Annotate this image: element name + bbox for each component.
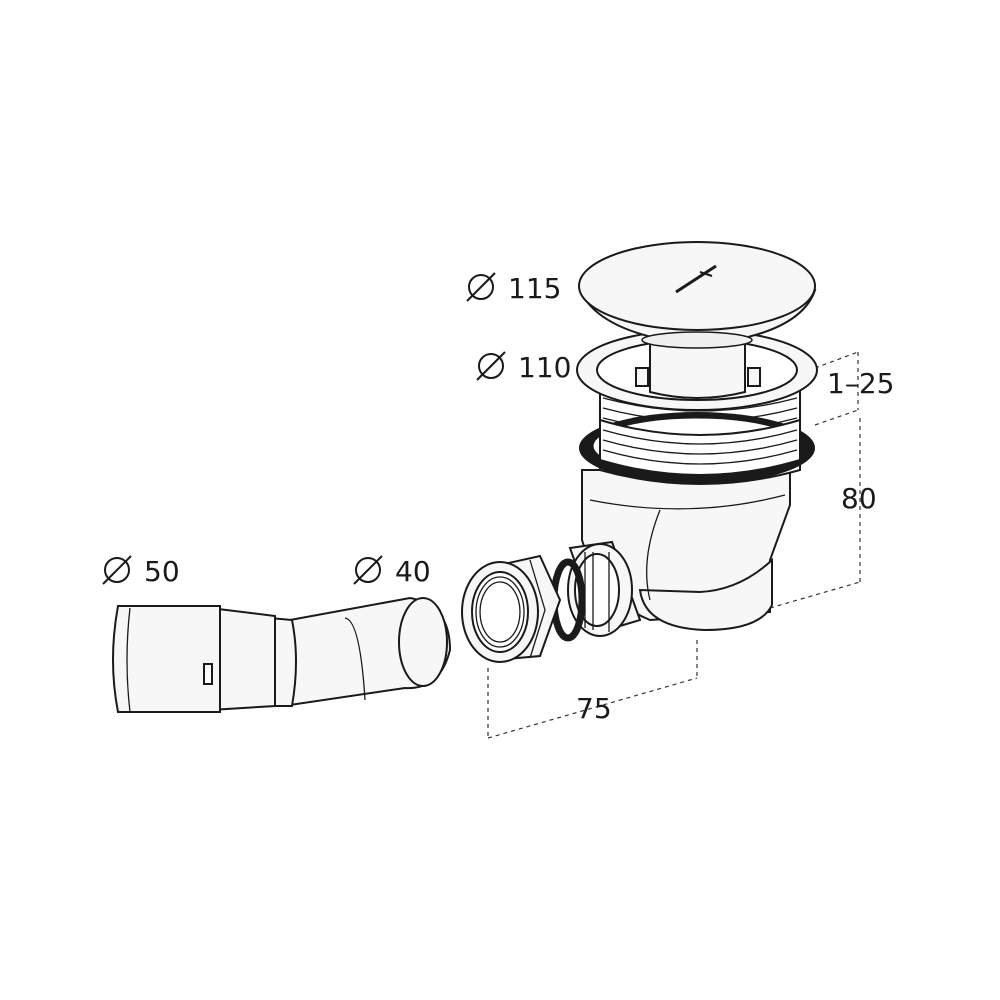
outlet-elbow	[567, 540, 642, 637]
drain-cover	[578, 241, 817, 349]
diameter-icon	[102, 555, 132, 585]
height-label: 80	[841, 482, 877, 515]
pipe-inner-diameter-label: 40	[395, 555, 431, 588]
diameter-symbols	[102, 272, 506, 585]
pipe-outer-diameter-label: 50	[144, 555, 180, 588]
compression-nut	[461, 554, 562, 663]
flange-diameter-label: 110	[518, 351, 571, 384]
dimension-lines	[487, 351, 861, 739]
diameter-icon	[476, 351, 506, 381]
cover-diameter-label: 115	[508, 272, 561, 305]
diameter-icon	[353, 555, 383, 585]
drain-body	[576, 329, 818, 632]
cover-key-slot-icon	[675, 264, 717, 294]
diameter-icon	[466, 272, 496, 302]
pipe-adapter	[112, 596, 452, 713]
outlet-length-label: 75	[576, 692, 612, 725]
tile-range-label: 1–25	[827, 367, 894, 400]
